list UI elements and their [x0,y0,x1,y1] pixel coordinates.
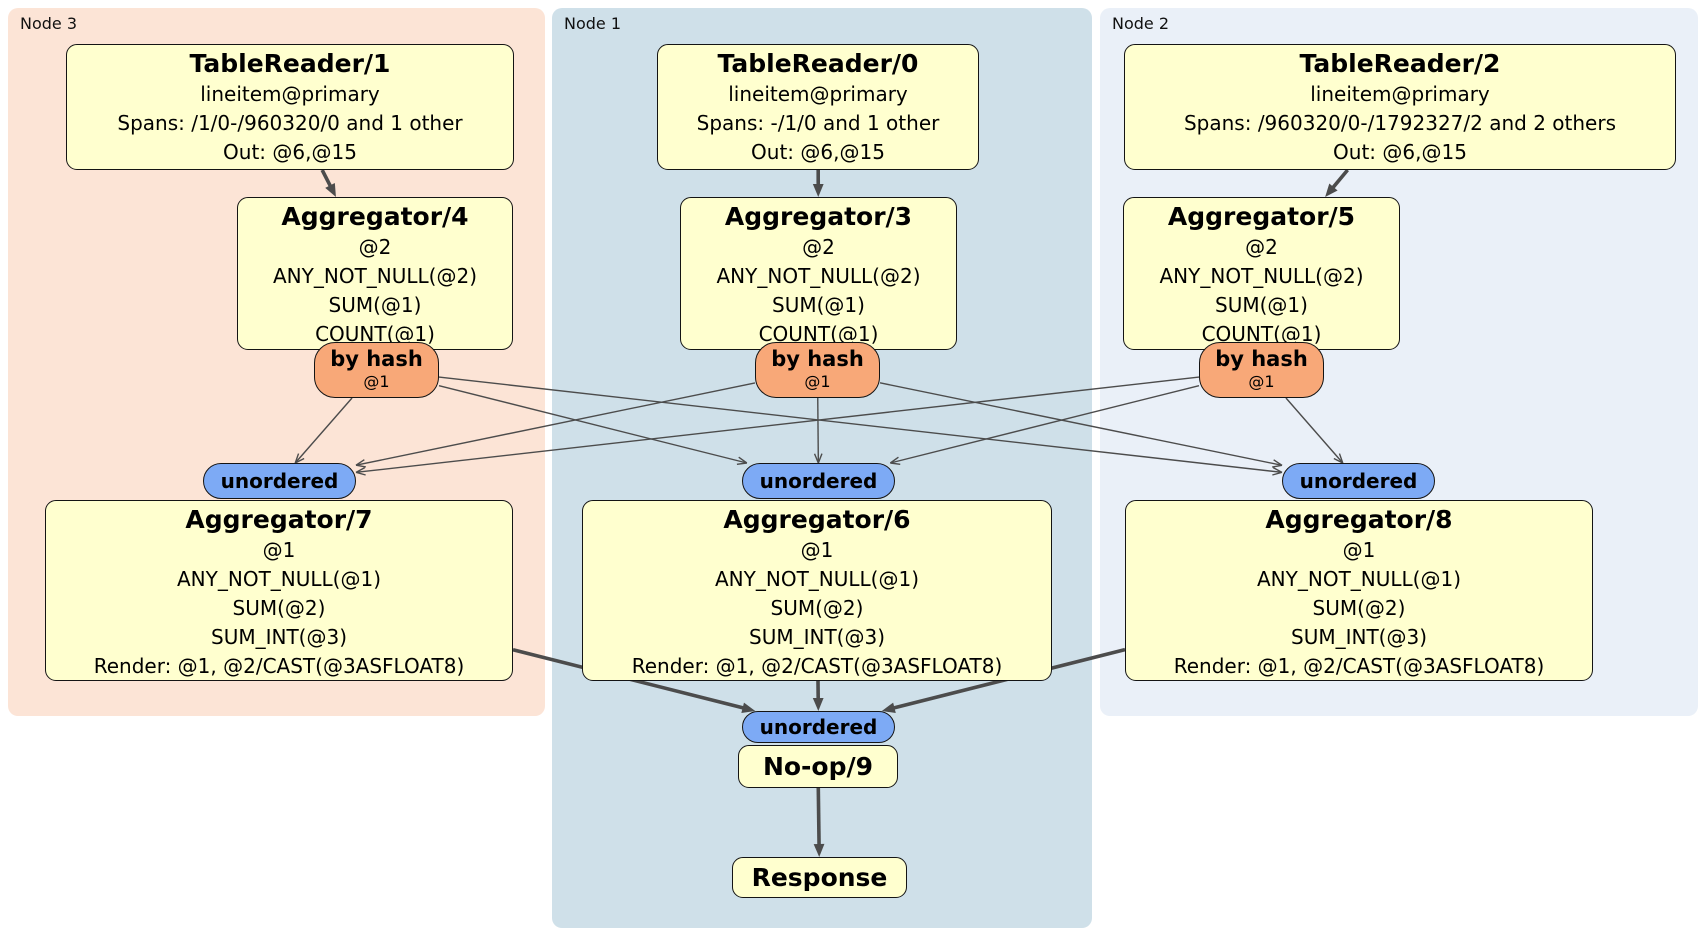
processor-tablereader-0: TableReader/0 lineitem@primary Spans: -/… [657,44,979,170]
processor-title: TableReader/1 [189,49,391,78]
processor-title: Aggregator/3 [724,202,913,231]
processor-noop-9: No-op/9 [738,745,898,788]
response-node: Response [732,857,907,898]
router-label: by hash [771,347,864,371]
processor-title: Aggregator/4 [281,202,469,231]
processor-aggregator-3: Aggregator/3 @2 ANY_NOT_NULL(@2) SUM(@1)… [680,197,957,350]
processor-out-line: Out: @6,@15 [1333,140,1467,164]
processor-aggregator-7: Aggregator/7 @1 ANY_NOT_NULL(@1) SUM(@2)… [45,500,513,681]
processor-agg-fn: SUM_INT(@3) [1291,625,1427,649]
router-hash-columns: @1 [363,372,390,391]
group-node-3-label: Node 3 [20,14,78,33]
processor-agg-fn: SUM_INT(@3) [211,625,347,649]
processor-agg-fn: SUM(@1) [1215,293,1308,317]
processor-spans-line: Spans: /960320/0-/1792327/2 and 2 others [1183,111,1616,135]
processor-index-line: lineitem@primary [1310,82,1490,106]
processor-out-line: Out: @6,@15 [751,140,885,164]
processor-aggregator-4: Aggregator/4 @2 ANY_NOT_NULL(@2) SUM(@1)… [237,197,513,350]
sync-unordered: unordered [203,463,356,499]
processor-agg-fn: SUM(@1) [772,293,865,317]
processor-agg-fn: SUM(@2) [770,596,864,620]
sync-unordered: unordered [1282,463,1435,499]
processor-agg-fn: SUM(@2) [1312,596,1406,620]
router-by-hash: by hash @1 [314,342,439,398]
processor-render-line: Render: @1, @2/CAST(@3ASFLOAT8) [93,654,465,678]
router-label: by hash [1215,347,1308,371]
processor-group-cols: @1 [800,538,834,562]
sync-label: unordered [220,469,339,493]
processor-index-line: lineitem@primary [728,82,908,106]
sync-unordered-final: unordered [742,711,895,743]
sync-label: unordered [759,715,878,739]
processor-group-cols: @1 [262,538,296,562]
processor-tablereader-2: TableReader/2 lineitem@primary Spans: /9… [1124,44,1676,170]
processor-agg-fn: ANY_NOT_NULL(@1) [1257,567,1461,591]
processor-agg-fn: SUM(@1) [328,293,422,317]
processor-title: Aggregator/6 [723,505,911,534]
processor-title: Aggregator/5 [1167,202,1356,231]
processor-title: TableReader/0 [717,49,919,78]
router-by-hash: by hash @1 [755,342,880,398]
processor-group-cols: @1 [1342,538,1376,562]
processor-agg-fn: ANY_NOT_NULL(@1) [715,567,919,591]
group-node-2-label: Node 2 [1112,14,1170,33]
processor-spans-line: Spans: -/1/0 and 1 other [696,111,940,135]
processor-out-line: Out: @6,@15 [223,140,357,164]
sync-label: unordered [759,469,878,493]
processor-agg-fn: SUM(@2) [232,596,326,620]
processor-title: Response [751,862,888,892]
router-by-hash: by hash @1 [1199,342,1324,398]
processor-agg-fn: ANY_NOT_NULL(@2) [716,264,921,288]
processor-title: TableReader/2 [1299,49,1501,78]
processor-agg-fn: ANY_NOT_NULL(@1) [177,567,381,591]
processor-group-cols: @2 [802,235,835,259]
processor-agg-fn: SUM_INT(@3) [749,625,885,649]
router-label: by hash [330,347,423,371]
sync-label: unordered [1299,469,1418,493]
router-hash-columns: @1 [804,372,831,391]
processor-tablereader-1: TableReader/1 lineitem@primary Spans: /1… [66,44,514,170]
router-hash-columns: @1 [1248,372,1275,391]
group-node-1-label: Node 1 [564,14,622,33]
processor-title: Aggregator/8 [1265,505,1453,534]
processor-aggregator-6: Aggregator/6 @1 ANY_NOT_NULL(@1) SUM(@2)… [582,500,1052,681]
sync-unordered: unordered [742,463,895,499]
processor-title: Aggregator/7 [185,505,373,534]
processor-agg-fn: ANY_NOT_NULL(@2) [1159,264,1364,288]
processor-group-cols: @2 [358,235,392,259]
processor-render-line: Render: @1, @2/CAST(@3ASFLOAT8) [1173,654,1545,678]
processor-title: No-op/9 [762,751,874,781]
processor-render-line: Render: @1, @2/CAST(@3ASFLOAT8) [631,654,1003,678]
processor-index-line: lineitem@primary [200,82,380,106]
processor-group-cols: @2 [1245,235,1278,259]
processor-agg-fn: ANY_NOT_NULL(@2) [273,264,477,288]
processor-spans-line: Spans: /1/0-/960320/0 and 1 other [117,111,463,135]
processor-aggregator-5: Aggregator/5 @2 ANY_NOT_NULL(@2) SUM(@1)… [1123,197,1400,350]
processor-aggregator-8: Aggregator/8 @1 ANY_NOT_NULL(@1) SUM(@2)… [1125,500,1593,681]
